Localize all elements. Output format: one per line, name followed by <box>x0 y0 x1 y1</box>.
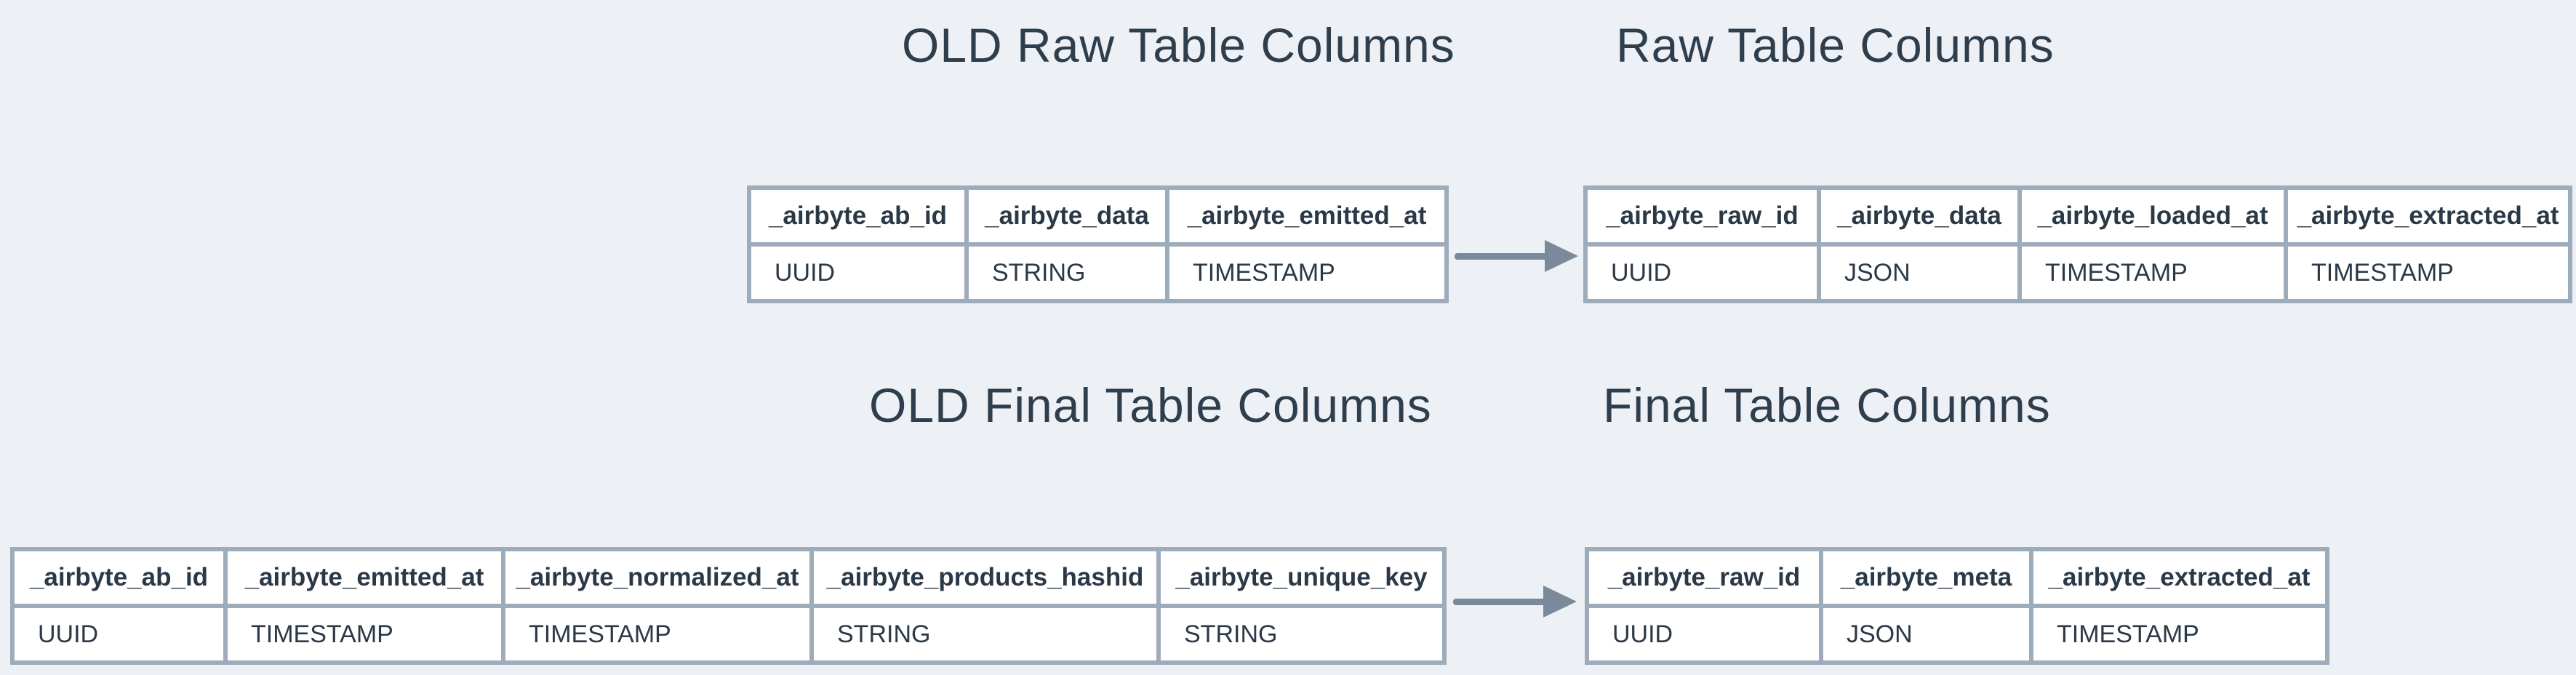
column-type-cell: JSON <box>1817 242 2022 303</box>
arrow-shaft <box>1453 599 1546 605</box>
final-table-title: Final Table Columns <box>1603 378 2051 432</box>
type-row: UUID JSON TIMESTAMP TIMESTAMP <box>1583 242 2572 303</box>
column-header-cell: _airbyte_raw_id <box>1583 185 1821 247</box>
column-header-cell: _airbyte_loaded_at <box>2017 185 2288 247</box>
column-header-cell: _airbyte_data <box>964 185 1169 247</box>
old-raw-table-title: OLD Raw Table Columns <box>902 18 1455 72</box>
column-header-cell: _airbyte_products_hashid <box>809 547 1161 608</box>
column-header-cell: _airbyte_ab_id <box>747 185 969 247</box>
type-row: UUID STRING TIMESTAMP <box>747 242 1449 303</box>
column-header-cell: _airbyte_extracted_at <box>2029 547 2329 608</box>
column-type-cell: TIMESTAMP <box>501 604 814 665</box>
type-row: UUID TIMESTAMP TIMESTAMP STRING STRING <box>10 604 1447 665</box>
column-type-cell: TIMESTAMP <box>2017 242 2288 303</box>
header-row: _airbyte_raw_id _airbyte_meta _airbyte_e… <box>1585 547 2329 608</box>
column-type-cell: UUID <box>1583 242 1821 303</box>
column-type-cell: TIMESTAMP <box>223 604 505 665</box>
column-type-cell: STRING <box>809 604 1161 665</box>
column-type-cell: UUID <box>10 604 228 665</box>
final-migration-arrow-icon <box>1453 583 1577 620</box>
column-type-cell: STRING <box>964 242 1169 303</box>
header-row: _airbyte_ab_id _airbyte_data _airbyte_em… <box>747 185 1449 247</box>
column-header-cell: _airbyte_raw_id <box>1585 547 1823 608</box>
column-header-cell: _airbyte_normalized_at <box>501 547 814 608</box>
column-type-cell: TIMESTAMP <box>2284 242 2572 303</box>
column-header-cell: _airbyte_ab_id <box>10 547 228 608</box>
raw-migration-arrow-icon <box>1455 238 1578 274</box>
column-type-cell: UUID <box>1585 604 1823 665</box>
column-header-cell: _airbyte_extracted_at <box>2284 185 2572 247</box>
column-header-cell: _airbyte_data <box>1817 185 2022 247</box>
arrow-shaft <box>1455 253 1548 260</box>
old-final-table: _airbyte_ab_id _airbyte_emitted_at _airb… <box>10 547 1447 665</box>
column-type-cell: STRING <box>1156 604 1447 665</box>
column-type-cell: JSON <box>1819 604 2033 665</box>
column-header-cell: _airbyte_unique_key <box>1156 547 1447 608</box>
arrow-head <box>1545 240 1578 272</box>
type-row: UUID JSON TIMESTAMP <box>1585 604 2329 665</box>
old-final-table-title: OLD Final Table Columns <box>869 378 1432 432</box>
raw-table-title: Raw Table Columns <box>1616 18 2055 72</box>
header-row: _airbyte_ab_id _airbyte_emitted_at _airb… <box>10 547 1447 608</box>
column-header-cell: _airbyte_meta <box>1819 547 2033 608</box>
column-type-cell: TIMESTAMP <box>1165 242 1449 303</box>
final-table: _airbyte_raw_id _airbyte_meta _airbyte_e… <box>1585 547 2329 665</box>
arrow-head <box>1543 586 1577 618</box>
old-raw-table: _airbyte_ab_id _airbyte_data _airbyte_em… <box>747 185 1449 303</box>
raw-table: _airbyte_raw_id _airbyte_data _airbyte_l… <box>1583 185 2572 303</box>
column-header-cell: _airbyte_emitted_at <box>1165 185 1449 247</box>
header-row: _airbyte_raw_id _airbyte_data _airbyte_l… <box>1583 185 2572 247</box>
column-header-cell: _airbyte_emitted_at <box>223 547 505 608</box>
column-type-cell: UUID <box>747 242 969 303</box>
column-type-cell: TIMESTAMP <box>2029 604 2329 665</box>
